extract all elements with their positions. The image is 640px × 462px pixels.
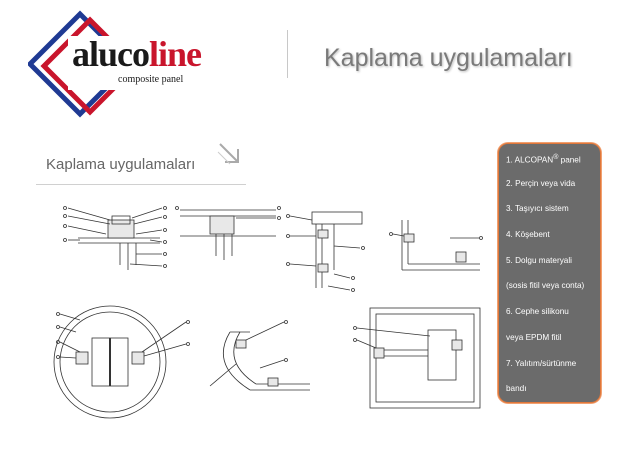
logo-tagline: composite panel — [118, 74, 184, 85]
legend-item-2: 2. Perçin veya vida — [506, 178, 576, 188]
legend-item-6-note: veya EPDM fitil — [506, 332, 562, 342]
legend-item-5: 5. Dolgu materyali — [506, 255, 572, 265]
page-title: Kaplama uygulamaları — [324, 44, 573, 72]
detail-drawing-3 — [286, 211, 365, 292]
detail-drawing-1 — [63, 206, 167, 270]
legend-item-7-note: bandı — [506, 384, 527, 394]
legend-item-5-note: (sosis fitil veya conta) — [506, 281, 585, 291]
legend-panel: 1. ALCOPAN® panel 2. Perçin veya vida 3.… — [498, 143, 601, 403]
legend-item-3: 3. Taşıyıcı sistem — [506, 204, 569, 214]
legend-item-7: 7. Yalıtım/sürtünme — [506, 358, 577, 368]
legend-item-4: 4. Köşebent — [506, 230, 550, 240]
detail-drawing-2 — [175, 206, 281, 260]
alucoline-logo — [28, 10, 208, 118]
section-title: Kaplama uygulamaları — [46, 156, 196, 173]
detail-drawing-7 — [353, 307, 481, 409]
detail-drawing-5 — [53, 305, 190, 419]
legend-item-6: 6. Cephe silikonu — [506, 307, 569, 317]
diagonal-arrow-icon — [217, 143, 239, 165]
detail-drawing-6 — [209, 320, 310, 391]
logo-wordmark: alucoline — [72, 34, 202, 74]
detail-drawing-4 — [389, 220, 483, 271]
legend-item-1: 1. ALCOPAN® panel — [506, 154, 581, 165]
technical-drawings — [53, 206, 483, 419]
header-divider — [287, 30, 288, 78]
section-underline — [36, 184, 246, 185]
